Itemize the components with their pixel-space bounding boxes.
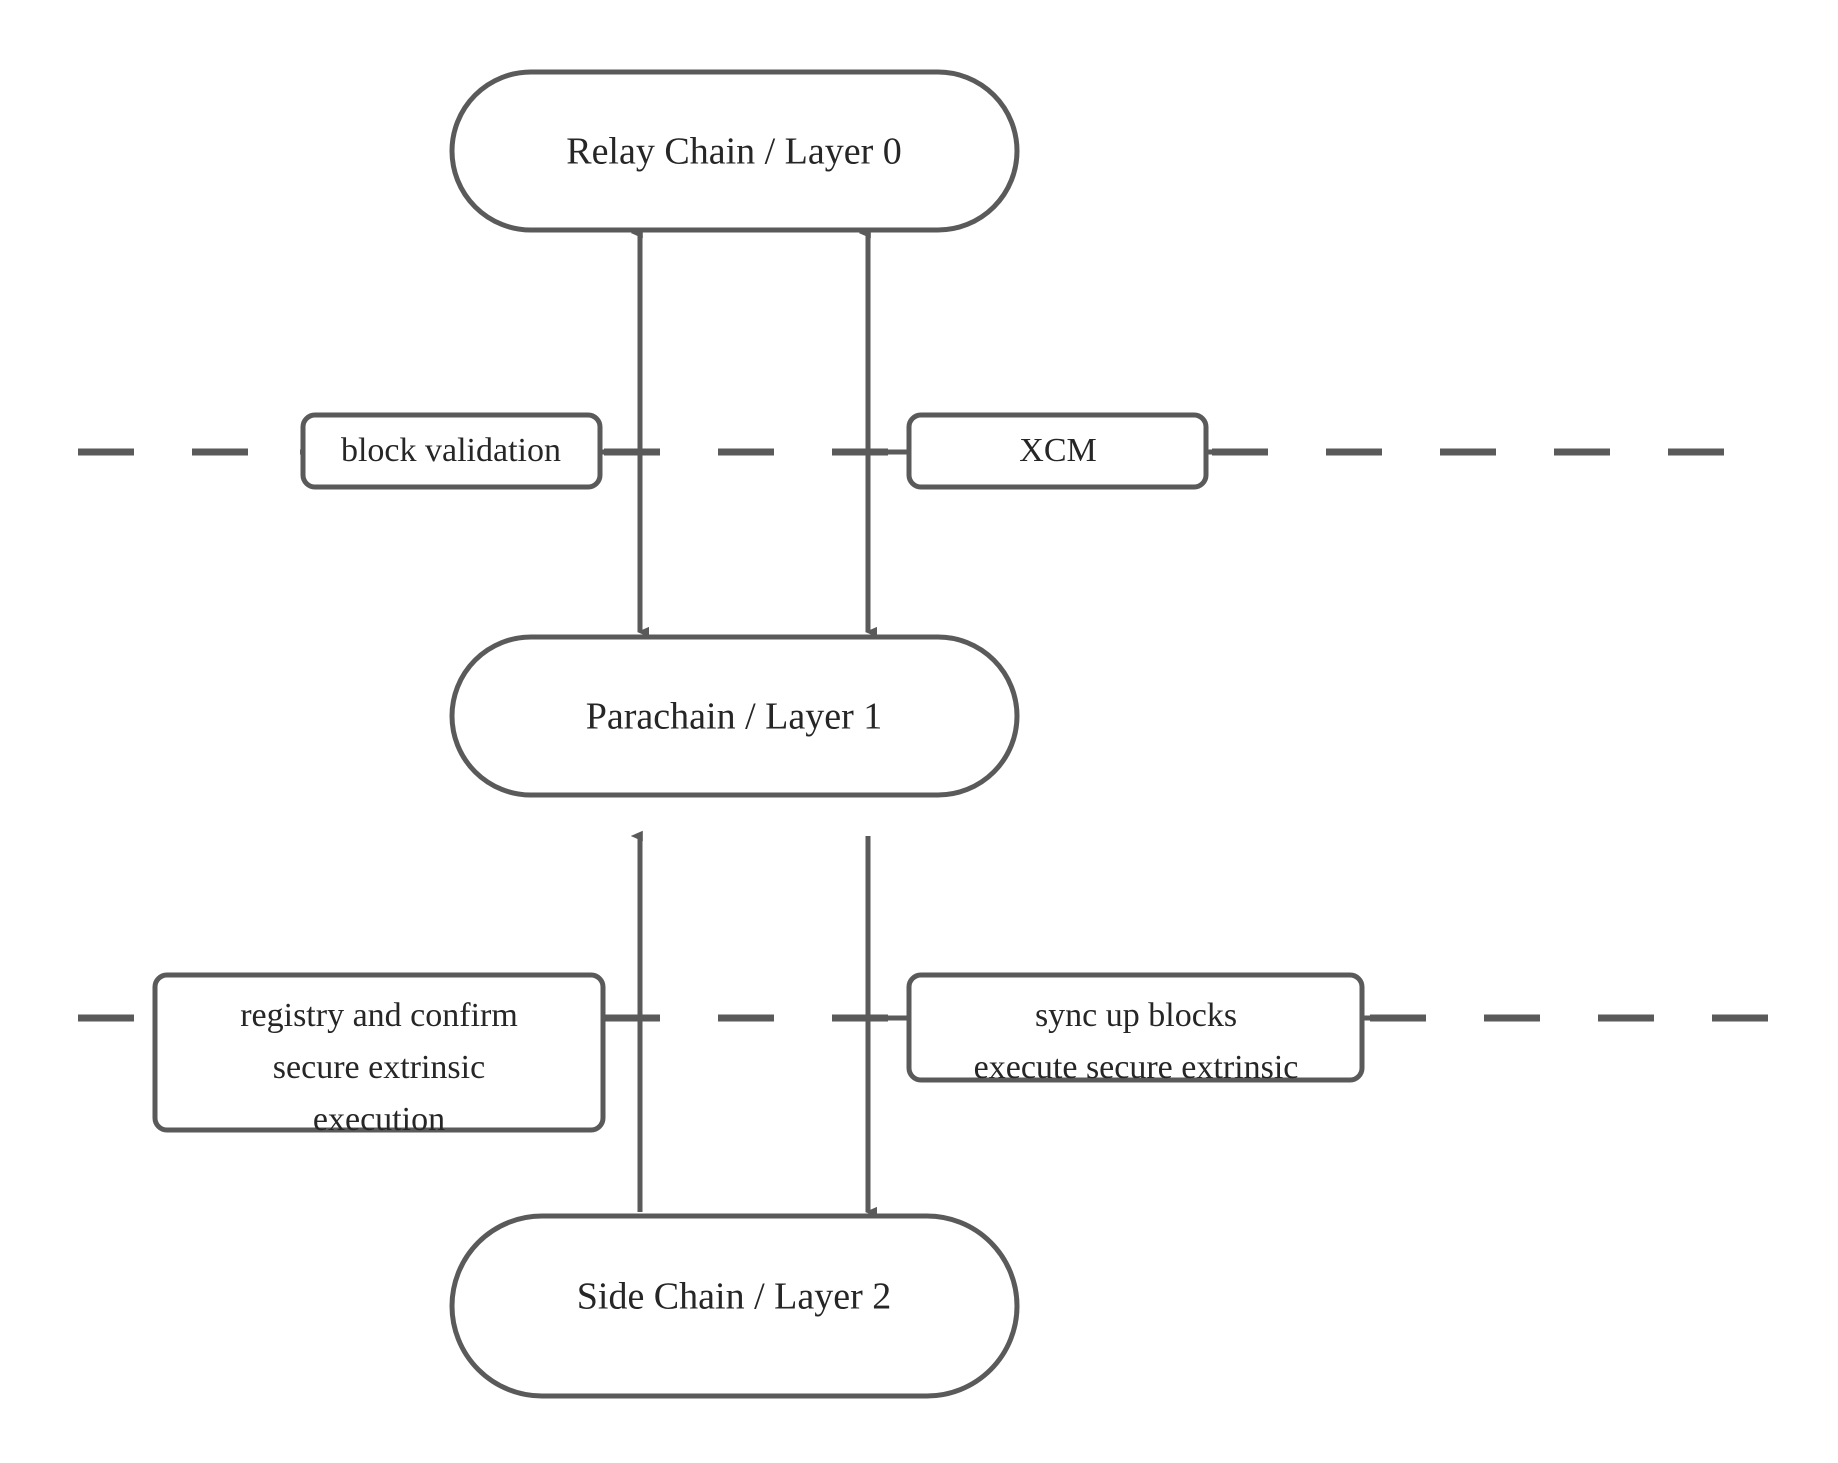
edge-label-sync-line-2: execute secure extrinsic bbox=[974, 1049, 1299, 1086]
edge-label-sync-line-1: sync up blocks bbox=[1035, 997, 1237, 1034]
node-side-chain-label: Side Chain / Layer 2 bbox=[577, 1276, 891, 1318]
node-parachain-label: Parachain / Layer 1 bbox=[586, 696, 882, 738]
edge-label-sync-up-blocks[interactable]: sync up blocks execute secure extrinsic bbox=[906, 972, 1365, 1086]
edge-label-registry-and-confirm[interactable]: registry and confirm secure extrinsic ex… bbox=[152, 972, 606, 1138]
edge-label-xcm-text: XCM bbox=[1019, 432, 1096, 469]
node-parachain[interactable]: Parachain / Layer 1 bbox=[449, 634, 1020, 798]
edge-label-registry-line-1: registry and confirm bbox=[240, 997, 518, 1034]
edge-label-block-validation[interactable]: block validation bbox=[300, 412, 603, 490]
edge-label-block-validation-text: block validation bbox=[341, 432, 561, 469]
edge-label-registry-line-3: execution bbox=[313, 1101, 445, 1138]
node-side-chain[interactable]: Side Chain / Layer 2 bbox=[449, 1213, 1020, 1399]
edge-label-registry-line-2: secure extrinsic bbox=[273, 1049, 485, 1086]
node-relay-chain-label: Relay Chain / Layer 0 bbox=[566, 131, 902, 173]
node-relay-chain[interactable]: Relay Chain / Layer 0 bbox=[449, 69, 1020, 233]
edge-label-xcm[interactable]: XCM bbox=[906, 412, 1209, 490]
